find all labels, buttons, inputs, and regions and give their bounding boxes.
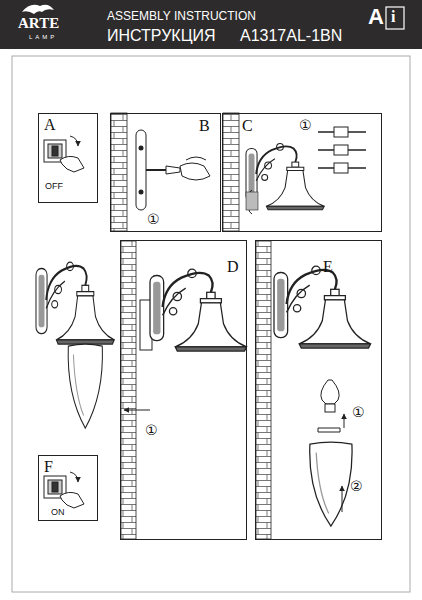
step-letter: F — [44, 459, 53, 475]
callout-number: ① — [147, 212, 160, 226]
callout-number: ② — [350, 479, 363, 493]
header-title: ASSEMBLY INSTRUCTION — [107, 10, 256, 22]
brand-name: ARTE — [18, 16, 59, 31]
step-panel: B① — [110, 113, 221, 232]
step-letter: A — [44, 117, 56, 133]
header-band: ARTE LAMP ASSEMBLY INSTRUCTION ИНСТРУКЦИЯ A1… — [0, 0, 422, 49]
callout-number: ① — [299, 118, 312, 132]
switch-state: ON — [51, 508, 65, 517]
header-title-ru: ИНСТРУКЦИЯ — [107, 28, 216, 44]
step-letter: C — [242, 118, 253, 134]
step-panel: D① — [120, 240, 247, 540]
header-band — [0, 0, 422, 49]
step-panel: C① — [222, 113, 382, 232]
callout-number: ① — [145, 423, 158, 437]
model-number: A1317AL-1BN — [240, 28, 342, 44]
step-panel: A OFF — [38, 113, 98, 203]
step-panel: F ON — [38, 455, 98, 521]
switch-state: OFF — [45, 182, 63, 191]
step-letter: B — [199, 118, 210, 134]
step-letter: D — [227, 259, 239, 275]
step-panel: E ① ② — [255, 240, 382, 540]
info-icon-letter: i — [391, 9, 395, 25]
callout-number: ① — [352, 405, 365, 419]
step-letter: E — [323, 259, 333, 275]
page-letter: A — [368, 6, 384, 28]
brand-sub: LAMP — [29, 34, 57, 40]
